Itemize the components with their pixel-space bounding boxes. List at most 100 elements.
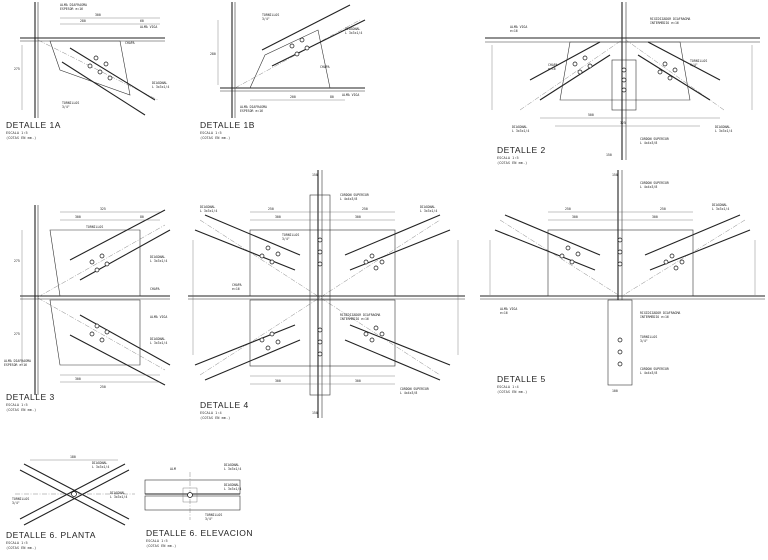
bolt [577,69,583,75]
label-diagonal: DIAGONAL [92,461,107,465]
bolt [617,349,623,355]
detail-units: (COTAS EN mm.) [6,408,36,412]
bolt [265,345,271,351]
bolt [559,253,565,259]
bolt [99,337,105,343]
bolt [317,237,323,243]
label-cordon-profile: L 4x4x3/8 [640,371,657,375]
label-espesor: ESPESOR e=16 [4,363,27,367]
dimension-text: 275 [14,67,20,71]
bolt [569,259,575,265]
label-tornillos-diameter: 3/4" [62,105,70,109]
lower-splice-plate [607,299,633,386]
bolt [89,331,95,337]
bolt [97,69,103,75]
label-alm: ALM [170,467,176,471]
label-diagonal: DIAGONAL [420,205,435,209]
diagonal-angle-top [69,47,156,101]
dimension-text: 180 [70,455,76,459]
splice-plate [611,59,637,111]
detail-scale: ESCALA 1:4 [497,385,519,389]
bolt [673,265,679,271]
label-diagonal-profile: L 3x3x1/4 [712,207,729,211]
dimension-text: 200 [290,95,296,99]
bolt [679,259,685,265]
diagonal-angle-top [261,4,351,51]
diagonal-b-edge1 [19,463,126,520]
bolt [582,55,588,61]
label-cordon-profile: L 4x4x3/8 [400,391,417,395]
dimension-text: 250 [660,207,666,211]
bolt [617,361,623,367]
detail-scale: ESCALA 1:5 [200,131,222,135]
bolt [662,61,668,67]
splice-plate [309,194,331,396]
detail-5: 250 250 300 300 150 100 CORDON SUPERIOR … [480,170,765,394]
diagonal-ul-b [204,214,301,256]
diagonal-top-b [79,229,171,281]
diagonal-centerline [234,19,361,89]
detail-2: 500 325 150 ALMA VIGA e=16 RIGIDIZADOR D… [485,2,760,165]
bolt [617,249,623,255]
detail-units: (COTAS EN mm.) [497,390,527,394]
bolt [299,37,305,43]
bolt [363,259,369,265]
bolt [373,325,379,331]
bolt [672,67,678,73]
bolt [379,259,385,265]
label-diagonal-profile: L 3x3x1/4 [420,209,437,213]
dimension-text: 300 [75,215,81,219]
detail-6-planta: 180 DIAGONAL L 3x3x1/4 DIAGONAL L 3x3x1/… [6,455,135,550]
label-ala-viga: ALMA VIGA [342,93,359,97]
dimension-text: 250 [268,207,274,211]
label-espesor: ESPESOR e=16 [240,109,263,113]
diagonal-centerline-b [199,219,441,376]
washer [182,487,198,503]
label-diagonal: DIAGONAL [224,463,239,467]
label-chapa: CHAPA [548,63,558,67]
bolt [669,253,675,259]
label-diagonal: DIAGONAL [224,483,239,487]
bolt [621,67,627,73]
dimension-text: 300 [95,13,101,17]
label-chapa: CHAPA [232,283,242,287]
label-rigidizador-thickness: INTERMEDIO e=16 [340,317,369,321]
dimension-text: 150 [612,173,618,177]
dimension-text: 300 [75,377,81,381]
label-diagonal: DIAGONAL [345,27,360,31]
label-diagonal-profile: L 3x3x1/4 [152,85,169,89]
label-chapa: CHAPA [320,65,330,69]
label-tornillos: TORNILLOS [12,497,29,501]
dimension-text: 150 [312,411,318,415]
diagonal-right-top [647,41,721,81]
detail-title: DETALLE 6. ELEVACION [146,528,253,538]
label-rigidizador: RIGIDIZADOR DIAFRAGMA [640,311,680,315]
label-diagonal: DIAGONAL [512,125,527,129]
detail-title: DETALLE 3 [6,392,55,402]
diagonal-centerline-left [519,39,623,111]
bolt [617,261,623,267]
diagonal-ul-a [194,229,296,271]
dimension-text: 500 [588,113,594,117]
bolt [93,55,99,61]
label-cordon-profile: L 4x4x3/8 [340,197,357,201]
bolt [289,43,295,49]
diagonal-top-a [69,209,166,261]
label-diagonal: DIAGONAL [110,491,125,495]
detail-units: (COTAS EN mm.) [497,161,527,165]
label-rigidizador: RIGIDIZADOR DIAFRAGMA [650,17,690,21]
gusset-plate-bottom [49,299,141,366]
label-tornillos: TORNILLOS [62,101,79,105]
bolt [94,323,100,329]
label-diagonal: DIAGONAL [152,81,167,85]
label-ala-viga: ALMA VIGA [150,315,167,319]
detail-scale: ESCALA 1:5 [146,539,168,543]
label-rigidizador-thickness: INTERMEDIO e=16 [640,315,669,319]
diagonal-right-b [644,214,741,256]
label-alma-diafragma: ALMA DIAFRAGMA [60,3,87,7]
dimension-text: 280 [210,52,216,56]
detail-title: DETALLE 6. PLANTA [6,530,96,540]
diagonal-angle-bottom [271,19,366,67]
bolt [304,45,310,51]
label-diagonal-profile: L 3x3x1/4 [150,259,167,263]
